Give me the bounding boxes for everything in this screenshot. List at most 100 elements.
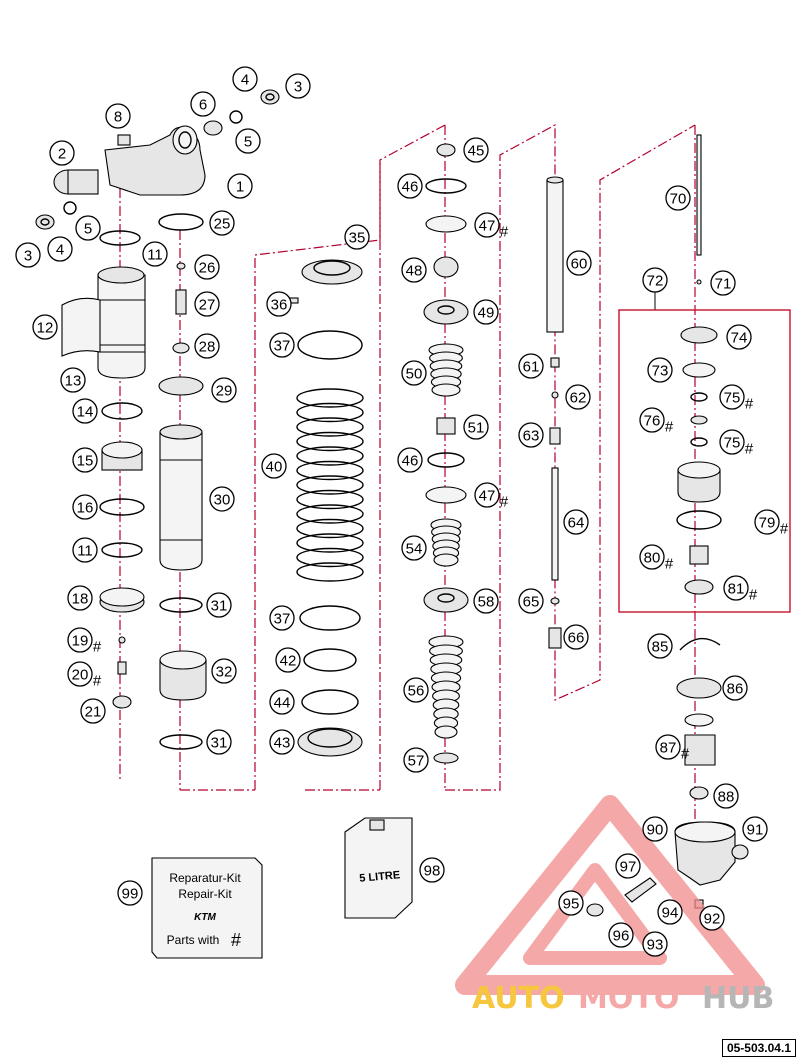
callout-64: 64	[563, 509, 589, 535]
callout-number: 99	[122, 886, 139, 903]
callout-42: 42	[275, 647, 301, 673]
callout-circle	[266, 291, 292, 317]
callout-8: 8	[105, 103, 131, 129]
callout-circle	[235, 128, 261, 154]
callout-number: 35	[349, 230, 366, 247]
callout-circle	[227, 173, 253, 199]
callout-circle	[211, 658, 237, 684]
callout-11: 11	[142, 241, 168, 267]
kit-marker: #	[93, 673, 102, 690]
callout-number: 30	[214, 492, 231, 509]
callout-circle	[403, 747, 429, 773]
callout-circle	[194, 333, 220, 359]
callout-number: 98	[424, 863, 441, 880]
callout-number: 27	[199, 297, 216, 314]
oil-can-label: 5 LITRE	[359, 869, 401, 885]
callout-47: 47#	[474, 212, 509, 241]
callout-15: 15	[72, 447, 98, 473]
callout-number: 95	[563, 896, 580, 913]
spring-coil	[296, 475, 364, 495]
callout-circle	[742, 816, 768, 842]
callout-30: 30	[209, 486, 235, 512]
callout-number: 86	[727, 681, 744, 698]
callout-number: 70	[670, 191, 687, 208]
callout-circle	[209, 486, 235, 512]
callout-60: 60	[566, 250, 592, 276]
callout-19: 19#	[67, 627, 102, 656]
callout-circle	[47, 236, 73, 262]
callout-number: 56	[408, 683, 425, 700]
callout-92: 92	[699, 905, 725, 931]
callout-number: 44	[274, 695, 291, 712]
callout-81: 81#	[723, 575, 758, 604]
callout-circle	[518, 422, 544, 448]
callout-91: 91	[742, 816, 768, 842]
callout-number: 88	[718, 789, 735, 806]
callout-16: 16	[72, 494, 98, 520]
callout-circle	[269, 332, 295, 358]
callout-32: 32	[211, 658, 237, 684]
reference-code: 05-503.04.1	[721, 1039, 796, 1057]
callout-circle	[615, 853, 641, 879]
callout-circle	[72, 398, 98, 424]
piston-rod-group	[546, 176, 564, 649]
callout-number: 11	[77, 543, 93, 560]
callout-47: 47#	[474, 482, 509, 511]
callout-65: 65	[518, 588, 544, 614]
kit-72-frame	[618, 290, 791, 613]
callout-25: 25	[209, 210, 235, 236]
callout-number: 40	[266, 459, 283, 476]
spring-coil	[296, 533, 364, 553]
shim	[433, 553, 459, 567]
callout-circle	[67, 585, 93, 611]
callout-number: 11	[147, 247, 163, 264]
callout-2: 2	[49, 140, 75, 166]
callout-circle	[401, 535, 427, 561]
callout-46: 46	[397, 173, 423, 199]
callout-number: 65	[523, 594, 540, 611]
callout-number: 73	[652, 363, 669, 380]
kit-marker: #	[681, 746, 690, 763]
callout-number: 74	[731, 330, 748, 347]
callout-number: 46	[402, 453, 419, 470]
callout-circle	[142, 241, 168, 267]
callout-number: 6	[199, 97, 207, 114]
callout-circle	[642, 816, 668, 842]
spring-coil	[296, 431, 364, 452]
callout-number: 94	[662, 905, 679, 922]
assembly-lines	[119, 123, 696, 840]
callout-49: 49	[473, 299, 499, 325]
callout-26: 26	[194, 254, 220, 280]
callout-31: 31	[206, 592, 232, 618]
callout-number: 29	[216, 383, 233, 400]
callout-number: 25	[214, 216, 231, 233]
kit-marker: #	[665, 556, 674, 573]
callout-4: 4	[232, 66, 258, 92]
callout-number: 20	[72, 667, 89, 684]
callout-14: 14	[72, 398, 98, 424]
callout-circle	[566, 250, 592, 276]
callout-61: 61	[518, 353, 544, 379]
callout-circle	[15, 242, 41, 268]
callout-circle	[397, 447, 423, 473]
callout-number: 90	[647, 822, 664, 839]
callout-number: 58	[478, 594, 495, 611]
callout-circle	[665, 185, 691, 211]
callout-number: 28	[199, 339, 216, 356]
callout-4: 4	[47, 236, 73, 262]
compression-adjuster-group	[586, 134, 749, 917]
callout-circle	[211, 377, 237, 403]
callout-number: 96	[613, 928, 630, 945]
spring-coil	[296, 460, 364, 481]
callout-circle	[565, 384, 591, 410]
callout-70: 70	[665, 185, 691, 211]
callout-35: 35	[344, 224, 370, 250]
callout-number: 19	[72, 633, 89, 650]
callout-73: 73	[647, 357, 673, 383]
callout-circle	[655, 734, 681, 760]
callout-28: 28	[194, 333, 220, 359]
callout-circle	[563, 624, 589, 650]
callout-circle	[72, 494, 98, 520]
kit-marker: #	[745, 396, 754, 413]
callout-29: 29	[211, 377, 237, 403]
